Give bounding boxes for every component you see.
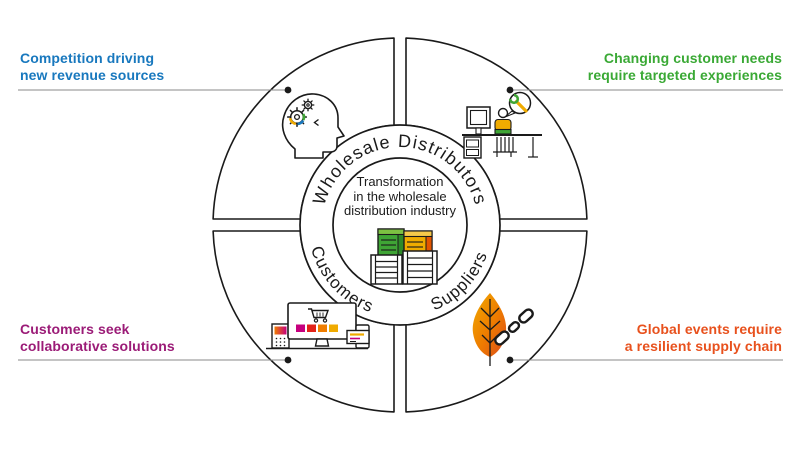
tile-red: [307, 324, 316, 332]
leaf-supply-chain-icon: [472, 293, 534, 366]
head-outline: [281, 93, 345, 159]
leader-dots: [284, 86, 514, 364]
leader-dot-bottom-left: [284, 356, 292, 364]
crate-green: [377, 228, 405, 257]
gear-large: [286, 106, 308, 128]
leader-lines: [18, 89, 783, 361]
callout-top-left-line2: new revenue sources: [20, 67, 165, 83]
person-legs-chair: [493, 137, 538, 158]
cart-icon: [308, 308, 329, 323]
chevron-left-mark: [313, 118, 319, 127]
callout-bottom-right-line1: Global events require: [636, 321, 782, 337]
hub-title-line1: Transformation: [356, 174, 444, 189]
wrench-handle: [514, 99, 528, 113]
callout-bottom-right: Global events require a resilient supply…: [625, 321, 782, 355]
wrench-head: [508, 93, 520, 105]
hub-title-line2: in the wholesale: [353, 188, 447, 204]
hub-title: Transformation in the wholesale distribu…: [320, 174, 480, 219]
callout-top-right-line2: require targeted experiences: [587, 67, 782, 83]
speech-bubble-wrench: [504, 91, 532, 118]
phone-and-card: [346, 324, 370, 349]
callout-top-right-line1: Changing customer needs: [603, 50, 782, 66]
keypad-device: [271, 323, 290, 349]
leader-dot-top-right: [506, 86, 514, 94]
callout-bottom-left: Customers seek collaborative solutions: [20, 321, 175, 355]
leader-dot-top-left: [284, 86, 292, 94]
seated-person: [494, 107, 512, 135]
callout-top-left-line1: Competition driving: [20, 50, 155, 66]
leaf-stem-veins: [479, 299, 501, 366]
gear-small: [301, 98, 315, 112]
ecommerce-monitor-icon: [266, 302, 370, 350]
hub-title-line3: distribution industry: [344, 203, 456, 218]
tile-amber: [329, 324, 338, 332]
callout-top-left: Competition driving new revenue sources: [20, 50, 164, 84]
crate-white-left: [370, 254, 403, 285]
customer-service-desk-icon: [462, 91, 542, 159]
leader-dot-bottom-right: [506, 356, 514, 364]
stacked-crates-icon: [370, 228, 438, 285]
chain-links: [494, 308, 534, 346]
desk-drawers: [463, 136, 482, 159]
callout-bottom-left-line1: Customers seek: [20, 321, 130, 337]
callout-bottom-right-line2: a resilient supply chain: [624, 338, 782, 354]
crate-white-right: [402, 250, 438, 285]
callout-top-right: Changing customer needs require targeted…: [588, 50, 782, 84]
shop-monitor: [287, 302, 357, 347]
head-gears-icon: [281, 93, 345, 159]
callout-bottom-left-line2: collaborative solutions: [20, 338, 175, 354]
tile-orange: [318, 324, 327, 332]
tile-magenta: [296, 324, 305, 332]
